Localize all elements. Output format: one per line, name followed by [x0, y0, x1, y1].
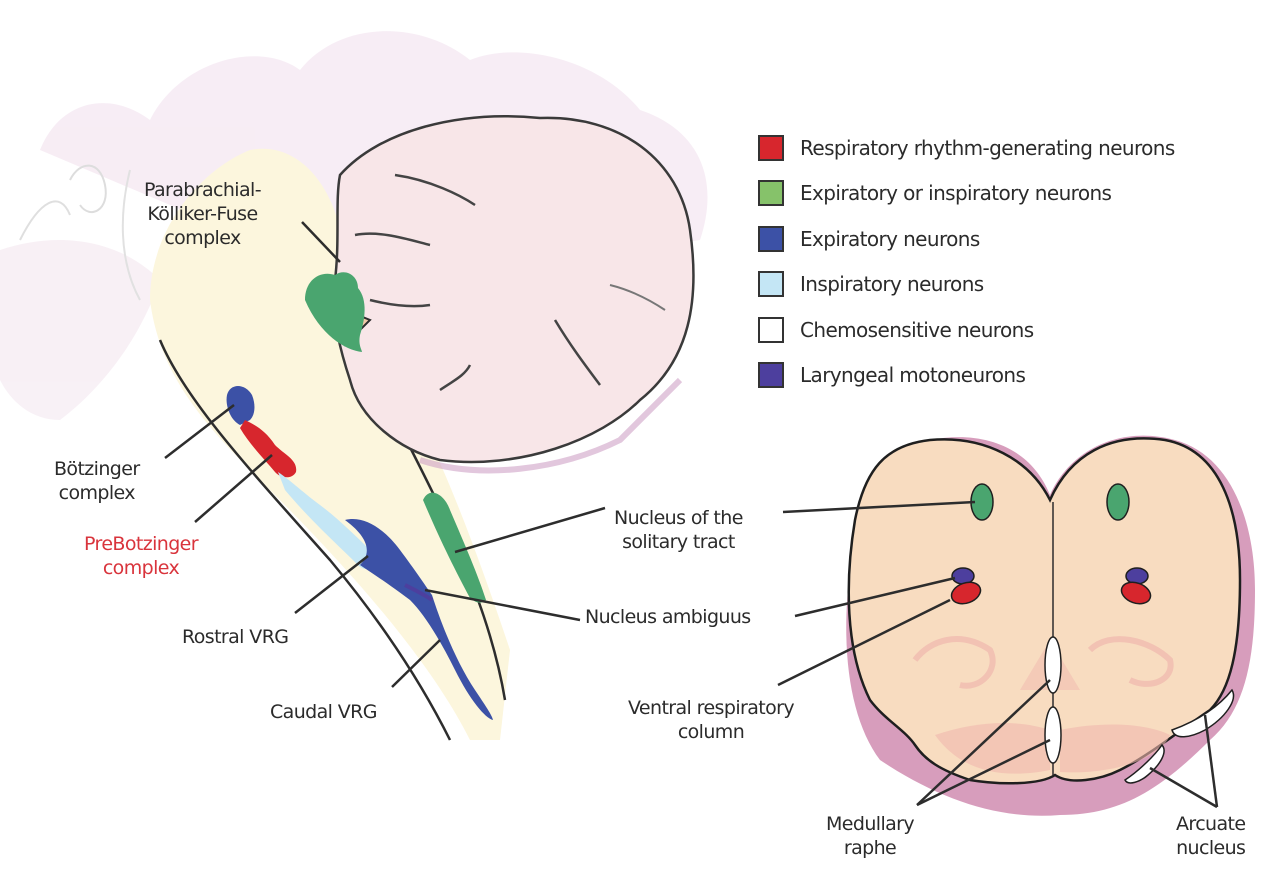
- label-line: Medullary: [826, 813, 915, 835]
- label-parabrachial: Parabrachial- Kölliker-Fuse complex: [144, 178, 262, 250]
- leader-lines-cross-section: [777, 500, 1219, 809]
- swatch-red: [758, 134, 784, 161]
- legend-item-inspiratory: Inspiratory neurons: [758, 262, 1175, 308]
- legend-label: Chemosensitive neurons: [800, 317, 1034, 342]
- label-rostral-vrg: Rostral VRG: [182, 625, 289, 649]
- label-line: solitary tract: [622, 531, 735, 553]
- label-line: complex: [102, 557, 180, 579]
- nts-right: [1106, 483, 1130, 521]
- label-line: Arcuate: [1176, 813, 1246, 835]
- swatch-green: [758, 180, 784, 207]
- medulla-cross-section: [846, 435, 1255, 816]
- label-botzinger: Bötzinger complex: [54, 457, 140, 505]
- label-line: Nucleus of the: [614, 507, 743, 529]
- label-vrc: Ventral respiratory column: [628, 696, 795, 744]
- label-line: Caudal VRG: [270, 701, 378, 723]
- cerebellum: [317, 115, 695, 474]
- nts-sagittal: [423, 492, 486, 603]
- legend: Respiratory rhythm-generating neurons Ex…: [758, 125, 1175, 398]
- vrc-right: [1120, 581, 1152, 605]
- legend-label: Expiratory or inspiratory neurons: [800, 181, 1112, 206]
- nucleus-ambiguus-right: [1125, 567, 1149, 585]
- raphe-lower: [1044, 706, 1062, 764]
- legend-item-expiratory: Expiratory neurons: [758, 216, 1175, 262]
- swatch-blue: [758, 225, 784, 252]
- label-line: nucleus: [1176, 837, 1246, 859]
- swatch-white: [758, 316, 784, 343]
- label-line: Parabrachial-: [144, 179, 262, 201]
- label-line: Ventral respiratory: [628, 697, 795, 719]
- label-nts: Nucleus of the solitary tract: [614, 506, 743, 554]
- parabrachial-nucleus: [305, 272, 365, 352]
- legend-item-laryngeal: Laryngeal motoneurons: [758, 353, 1175, 399]
- legend-label: Expiratory neurons: [800, 226, 980, 251]
- label-medullary-raphe: Medullary raphe: [826, 812, 915, 860]
- legend-item-chemosensitive: Chemosensitive neurons: [758, 307, 1175, 353]
- vrc-left: [950, 581, 982, 605]
- swatch-purple: [758, 362, 784, 389]
- legend-item-rhythm: Respiratory rhythm-generating neurons: [758, 125, 1175, 171]
- label-nucleus-ambiguus: Nucleus ambiguus: [585, 605, 751, 629]
- swatch-light-blue: [758, 271, 784, 298]
- ventral-respiratory-column: [226, 386, 493, 720]
- label-line: raphe: [843, 837, 897, 859]
- legend-item-exp-or-insp: Expiratory or inspiratory neurons: [758, 171, 1175, 217]
- label-line: column: [677, 721, 745, 743]
- label-prebotzinger: PreBotzinger complex: [84, 532, 199, 580]
- label-arcuate: Arcuate nucleus: [1176, 812, 1246, 860]
- label-line: Kölliker-Fuse: [147, 203, 258, 225]
- arcuate-upper: [1171, 688, 1235, 738]
- label-line: complex: [164, 227, 241, 249]
- label-caudal-vrg: Caudal VRG: [270, 700, 378, 724]
- arcuate-lower: [1124, 743, 1165, 784]
- legend-label: Laryngeal motoneurons: [800, 363, 1026, 388]
- label-line: Nucleus ambiguus: [585, 606, 751, 628]
- legend-label: Respiratory rhythm-generating neurons: [800, 135, 1175, 160]
- leader-lines-sagittal: [164, 221, 606, 688]
- label-line: complex: [58, 482, 136, 504]
- raphe-upper: [1044, 636, 1062, 694]
- label-line: PreBotzinger: [84, 533, 199, 555]
- label-line: Bötzinger: [54, 458, 140, 480]
- legend-label: Inspiratory neurons: [800, 272, 984, 297]
- label-line: Rostral VRG: [182, 626, 289, 648]
